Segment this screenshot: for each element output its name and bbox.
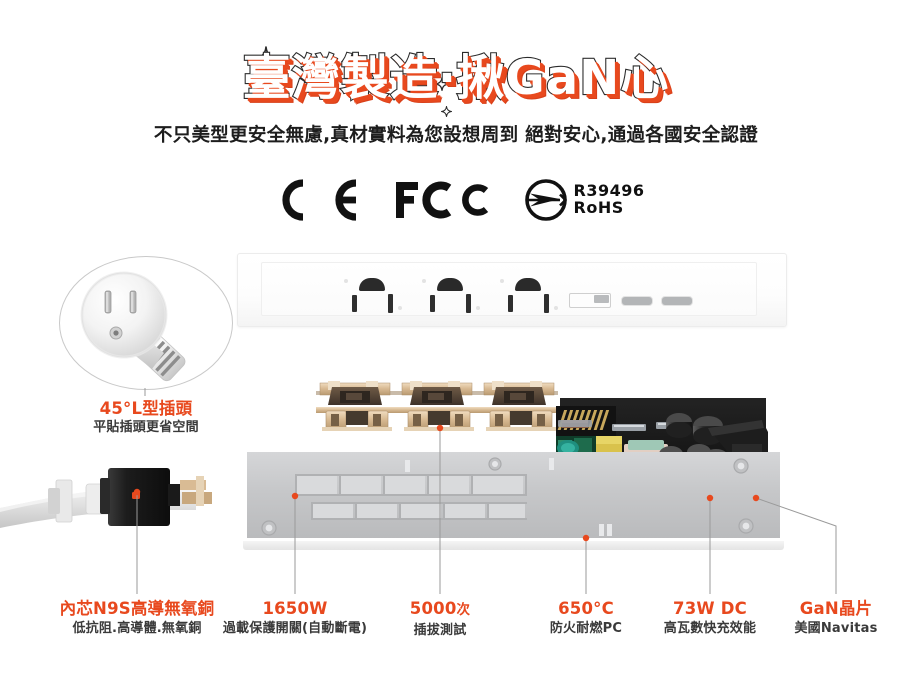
live-slot [352, 295, 357, 312]
feature-title: 650°C [558, 599, 614, 618]
usb-c-port-1[interactable] [621, 296, 653, 306]
feature-title: 內芯N9S高導無氧銅 [59, 599, 215, 618]
feature-desc: 插拔測試 [413, 623, 467, 638]
feature-desc: 美國Navitas [794, 621, 878, 636]
screw-boss [261, 457, 754, 536]
fcc-logo [394, 178, 490, 222]
feature-label-copper-core: 內芯N9S高導無氧銅 低抗阻.高導體.無氧銅 [42, 598, 232, 638]
rohs-registration-number: R39496 [573, 181, 645, 201]
neutral-slot [544, 294, 549, 313]
power-strip-top-view [237, 253, 787, 363]
power-cable-and-switch [0, 468, 212, 528]
feature-label-flame-retardant: 650°C 防火耐燃PC [491, 598, 681, 638]
usb-c-port-2[interactable] [661, 296, 693, 306]
subtitle: 不只美型更安全無慮,真材實料為您設想周到 絕對安心,通過各國安全認證 [153, 125, 759, 146]
ac-outlet-3[interactable] [500, 278, 558, 318]
neutral-slot [388, 294, 393, 313]
usb-a-port[interactable] [569, 293, 611, 308]
title-block: 臺灣製造‧揪GaN心 [0, 44, 912, 117]
plug-callout-desc: 平貼插頭更省空間 [93, 420, 199, 435]
bsmi-arrow-icon [524, 179, 567, 221]
feature-label-row: 內芯N9S高導無氧銅 低抗阻.高導體.無氧銅 1650W 過載保護開關(自動斷電… [0, 598, 912, 658]
feature-label-gan-chip: GaN晶片 美國Navitas [741, 598, 912, 638]
ac-outlet-1[interactable] [344, 278, 402, 318]
angled-plug-icon [80, 271, 186, 382]
switch-indicator [132, 492, 140, 499]
live-slot [430, 295, 435, 312]
feature-title: 1650W [262, 599, 328, 618]
feature-label-overload-watt: 1650W 過載保護開關(自動斷電) [200, 598, 390, 638]
ac-outlet-2[interactable] [422, 278, 480, 318]
feature-desc: 高瓦數快充效能 [663, 621, 757, 636]
certification-logos: R39496 RoHS [0, 172, 912, 228]
feature-label-cycle-test: 5000次 插拔測試 [345, 598, 535, 640]
power-strip-base-housing [243, 452, 784, 550]
angled-plug-callout [59, 256, 233, 390]
brass-contact-assembly [316, 381, 558, 431]
plug-callout-label: 45°L型插頭 平貼插頭更省空間 [46, 398, 246, 437]
plug-prongs [104, 290, 137, 340]
feature-label-dc-output: 73W DC 高瓦數快充效能 [615, 598, 805, 638]
live-slot [508, 295, 513, 312]
feature-desc: 低抗阻.高導體.無氧銅 [72, 621, 202, 636]
rohs-label: RoHS [573, 198, 624, 217]
page-title: 臺灣製造‧揪GaN心 [242, 49, 670, 107]
feature-desc: 過載保護開關(自動斷電) [222, 621, 368, 636]
feature-title: GaN晶片 [799, 599, 873, 618]
bsmi-rohs-logo: R39496 RoHS [524, 178, 645, 222]
feature-title: 73W DC [673, 599, 747, 618]
ce-logo [268, 178, 360, 222]
neutral-slot [466, 294, 471, 313]
plug-callout-title: 45°L型插頭 [99, 399, 193, 418]
ground-slot [437, 278, 463, 291]
feature-title: 5000次 [409, 599, 471, 618]
ground-slot [359, 278, 385, 291]
ground-slot [515, 278, 541, 291]
feature-desc: 防火耐燃PC [549, 621, 623, 636]
